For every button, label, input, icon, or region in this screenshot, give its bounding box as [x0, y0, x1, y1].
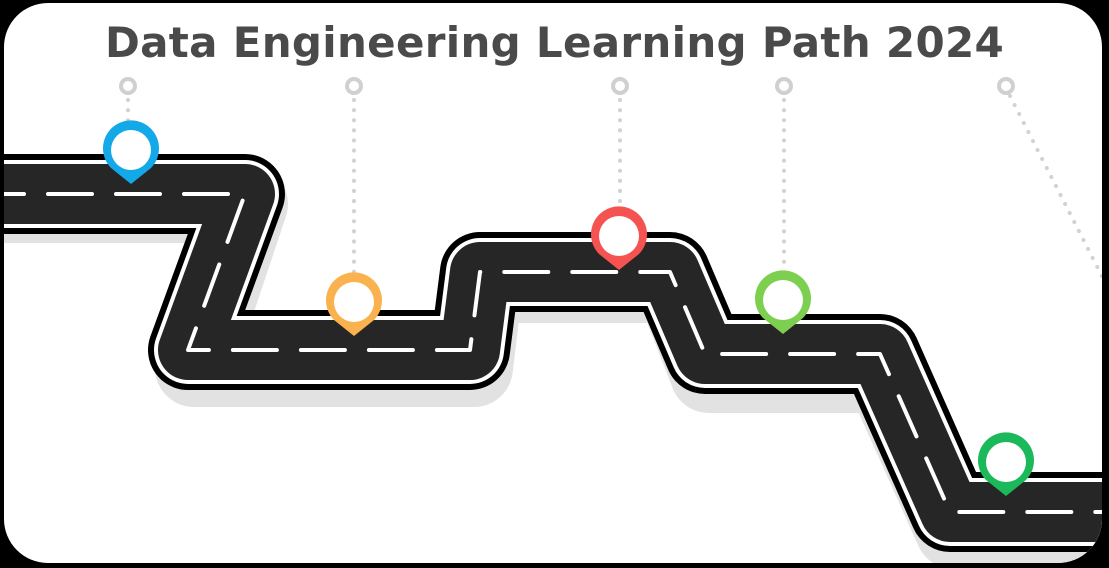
- milestone-pin-5[interactable]: [978, 432, 1034, 496]
- connector-lines: [126, 94, 1102, 292]
- page-title: Data Engineering Learning Path 2024: [104, 18, 1005, 67]
- milestone-pin-4[interactable]: [755, 270, 811, 334]
- milestone-pin-2[interactable]: [326, 272, 382, 336]
- connector-pins: [119, 77, 1015, 95]
- milestone-pin-3[interactable]: [591, 206, 647, 270]
- road: [4, 154, 1102, 563]
- milestone-pin-1[interactable]: [103, 120, 159, 184]
